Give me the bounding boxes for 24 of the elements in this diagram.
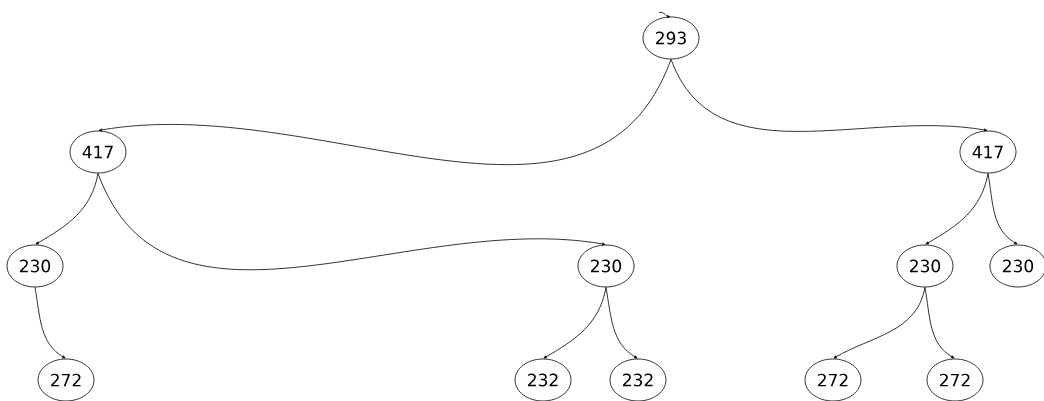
tree-node: 230 (577, 244, 635, 288)
arrow (543, 287, 607, 359)
tree-node: 230 (989, 244, 1044, 288)
arrow (987, 173, 1018, 245)
tree-node: 230 (6, 244, 64, 288)
tree-node: 417 (69, 130, 127, 174)
tree-node: 272 (804, 358, 862, 401)
tree-node: 293 (642, 16, 700, 60)
tree-node: 417 (959, 130, 1017, 174)
arrow (670, 59, 988, 132)
arrow (833, 287, 926, 359)
arrow (35, 173, 99, 245)
tree-node: 232 (514, 358, 572, 401)
tree-node: 232 (609, 358, 667, 401)
arrow (605, 287, 638, 359)
tree-node: 272 (37, 358, 95, 401)
arrow (658, 11, 671, 19)
tree-node: 230 (896, 244, 954, 288)
arrow (925, 173, 989, 245)
arrow (924, 287, 955, 359)
arrow (97, 173, 606, 271)
tree-node: 272 (926, 358, 984, 401)
arrow (98, 59, 672, 165)
arrow (34, 287, 66, 359)
